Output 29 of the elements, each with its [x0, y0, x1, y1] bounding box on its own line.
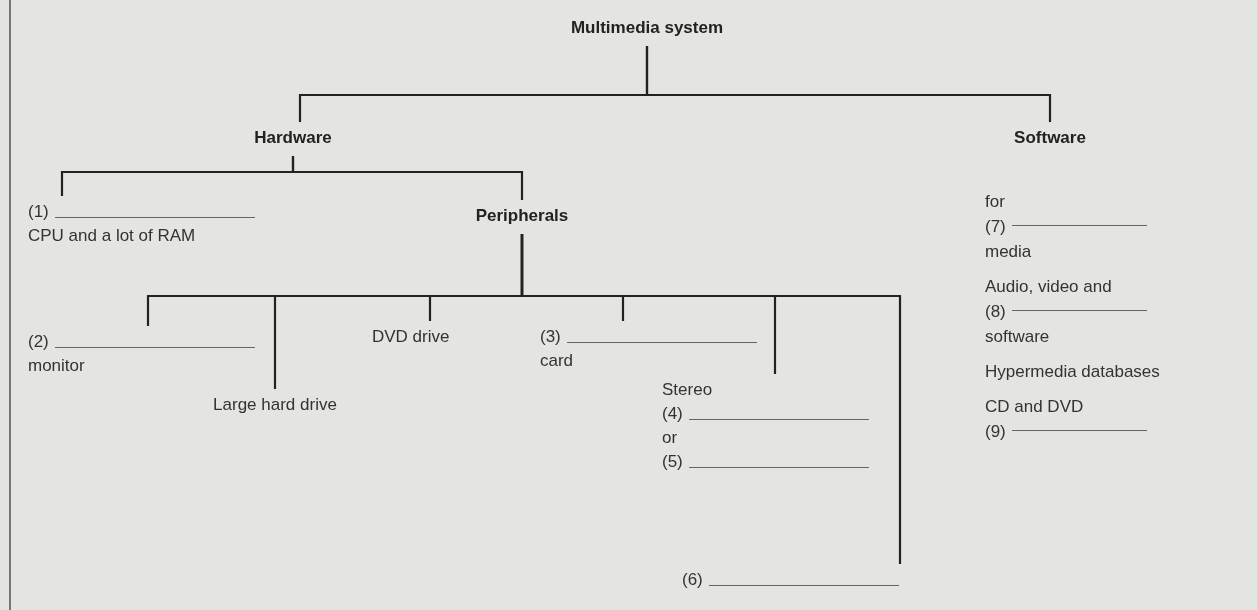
tree-connector: [291, 156, 524, 200]
item-text: DVD drive: [372, 326, 450, 348]
item-text: (6): [682, 569, 703, 591]
heading: Peripherals: [475, 205, 569, 227]
item-text: (3): [540, 326, 561, 348]
item-text: card: [540, 350, 574, 372]
item-text: (9): [985, 422, 1006, 441]
item-text: or: [662, 427, 678, 449]
item-text: (7): [985, 217, 1006, 236]
item-text: CD and DVD: [985, 397, 1084, 416]
item-text: Large hard drive: [213, 394, 337, 416]
item-text: for: [985, 192, 1005, 211]
heading: Software: [1014, 127, 1086, 149]
item-text: software: [985, 327, 1050, 346]
item-text: (5): [662, 451, 683, 473]
item-text: monitor: [28, 355, 85, 377]
item-text: (4): [662, 403, 683, 425]
item-text: Audio, video and: [985, 277, 1112, 296]
item-text: (8): [985, 302, 1006, 321]
item-text: CPU and a lot of RAM: [28, 225, 196, 247]
heading: Hardware: [254, 127, 332, 149]
item-text: media: [985, 242, 1032, 261]
heading: Multimedia system: [570, 17, 724, 39]
item-text: Hypermedia databases: [985, 362, 1160, 381]
item-text: (2): [28, 331, 49, 353]
item-text: Stereo: [662, 379, 713, 401]
tree-connector: [645, 46, 1052, 122]
item-text: (1): [28, 201, 49, 223]
tree-connector: [520, 234, 902, 564]
